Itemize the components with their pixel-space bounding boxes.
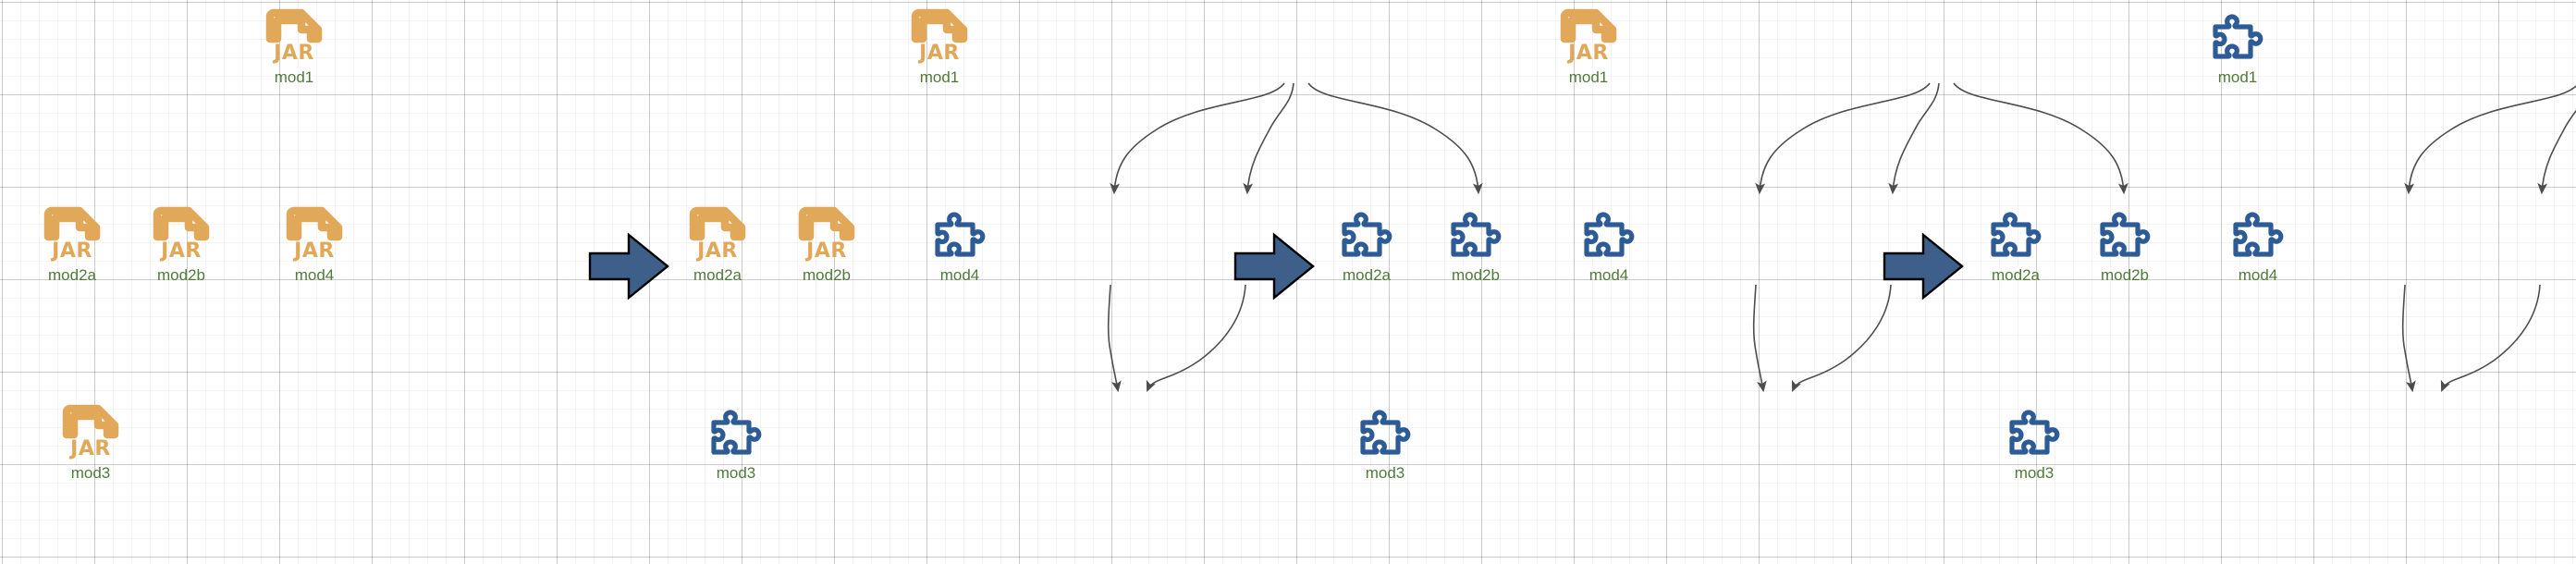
edge-mod1-mod2b (1243, 82, 1294, 195)
node-mod4[interactable]: mod4 (904, 205, 1015, 284)
node-label-mod3: mod3 (1365, 464, 1405, 482)
jar-file-icon: JAR (153, 206, 210, 263)
node-mod3[interactable]: mod3 (681, 403, 791, 482)
node-label-mod3: mod3 (2014, 464, 2055, 482)
puzzle-piece-module-icon (2100, 212, 2151, 257)
puzzle-piece-module-icon (1991, 212, 2042, 257)
puzzle-piece-module-icon (1342, 212, 1392, 257)
node-mod1[interactable]: JAR mod1 (239, 7, 350, 86)
jar-file-icon: JAR (911, 8, 968, 65)
node-label-mod4: mod4 (2238, 266, 2278, 284)
node-mod2b[interactable]: JAR mod2b (771, 205, 882, 284)
jar-icon-text: JAR (68, 437, 111, 460)
step-arrow-1 (586, 227, 671, 310)
node-mod4[interactable]: JAR mod4 (259, 205, 370, 284)
node-mod2b[interactable]: mod2b (1420, 205, 1531, 284)
node-label-mod3: mod3 (716, 464, 756, 482)
node-label-mod2a: mod2a (48, 266, 96, 284)
node-label-mod4: mod4 (1589, 266, 1629, 284)
node-mod2a[interactable]: JAR mod2a (662, 205, 773, 284)
node-mod2b[interactable]: JAR mod2b (126, 205, 237, 284)
node-mod2a[interactable]: mod2a (1311, 205, 1422, 284)
puzzle-piece-module-icon (1360, 410, 1411, 455)
puzzle-piece-module-icon (2233, 212, 2284, 257)
edge-mod1-mod2b (2537, 109, 2576, 195)
jar-file-icon: JAR (689, 206, 746, 263)
node-mod1[interactable]: JAR mod1 (1533, 7, 1644, 86)
node-mod1[interactable]: JAR mod1 (884, 7, 995, 86)
jar-file-icon: JAR (62, 404, 119, 460)
node-mod3[interactable]: mod3 (1979, 403, 2090, 482)
node-label-mod2a: mod2a (1992, 266, 2040, 284)
node-mod4[interactable]: mod4 (1553, 205, 1664, 284)
jar-file-icon: JAR (798, 206, 855, 263)
edge-mod1-mod2b (1888, 82, 1940, 195)
block-arrow-right-icon (1883, 232, 1964, 300)
node-label-mod2b: mod2b (2101, 266, 2149, 284)
step-arrow-2 (1232, 227, 1317, 310)
node-label-mod1: mod1 (2217, 68, 2258, 86)
block-arrow-right-icon (1233, 232, 1315, 300)
jar-file-icon: JAR (265, 8, 323, 65)
jar-icon-text: JAR (695, 239, 738, 263)
node-mod4[interactable]: mod4 (2202, 205, 2313, 284)
node-mod3[interactable]: JAR mod3 (35, 403, 146, 482)
jar-file-icon: JAR (286, 206, 343, 263)
jar-file-icon: JAR (1560, 8, 1617, 65)
jar-icon-text: JAR (804, 239, 847, 263)
node-label-mod4: mod4 (939, 266, 980, 284)
jar-icon-text: JAR (159, 239, 202, 263)
node-label-mod4: mod4 (294, 266, 335, 284)
puzzle-piece-module-icon (1584, 212, 1635, 257)
node-label-mod1: mod1 (1568, 68, 1609, 86)
node-mod1[interactable]: mod1 (2182, 7, 2293, 86)
node-mod2a[interactable]: JAR mod2a (17, 205, 128, 284)
jar-file-icon: JAR (43, 206, 101, 263)
panel-4: mod1 mod2a mod2b mod4 mod3 (1960, 0, 2533, 564)
puzzle-piece-module-icon (935, 212, 986, 257)
node-label-mod2a: mod2a (1343, 266, 1391, 284)
node-mod2a[interactable]: mod2a (1960, 205, 2071, 284)
node-label-mod2b: mod2b (1452, 266, 1500, 284)
jar-icon-text: JAR (272, 42, 314, 65)
node-label-mod2b: mod2b (803, 266, 851, 284)
puzzle-piece-module-icon (2009, 410, 2060, 455)
puzzle-piece-module-icon (2213, 14, 2263, 59)
jar-icon-text: JAR (1566, 42, 1609, 65)
node-label-mod2a: mod2a (693, 266, 742, 284)
puzzle-piece-module-icon (711, 410, 762, 455)
puzzle-piece-module-icon (1451, 212, 1502, 257)
node-label-mod3: mod3 (70, 464, 111, 482)
jar-icon-text: JAR (292, 239, 335, 263)
node-label-mod2b: mod2b (157, 266, 205, 284)
node-mod3[interactable]: mod3 (1330, 403, 1441, 482)
block-arrow-right-icon (588, 232, 669, 300)
jar-icon-text: JAR (917, 42, 960, 65)
panel-3: JAR mod1 mod2a mod2b mod4 mod3 (1311, 0, 2576, 564)
node-label-mod1: mod1 (274, 68, 314, 86)
step-arrow-3 (1881, 227, 1966, 310)
node-label-mod1: mod1 (919, 68, 960, 86)
jar-icon-text: JAR (50, 239, 92, 263)
node-mod2b[interactable]: mod2b (2069, 205, 2180, 284)
